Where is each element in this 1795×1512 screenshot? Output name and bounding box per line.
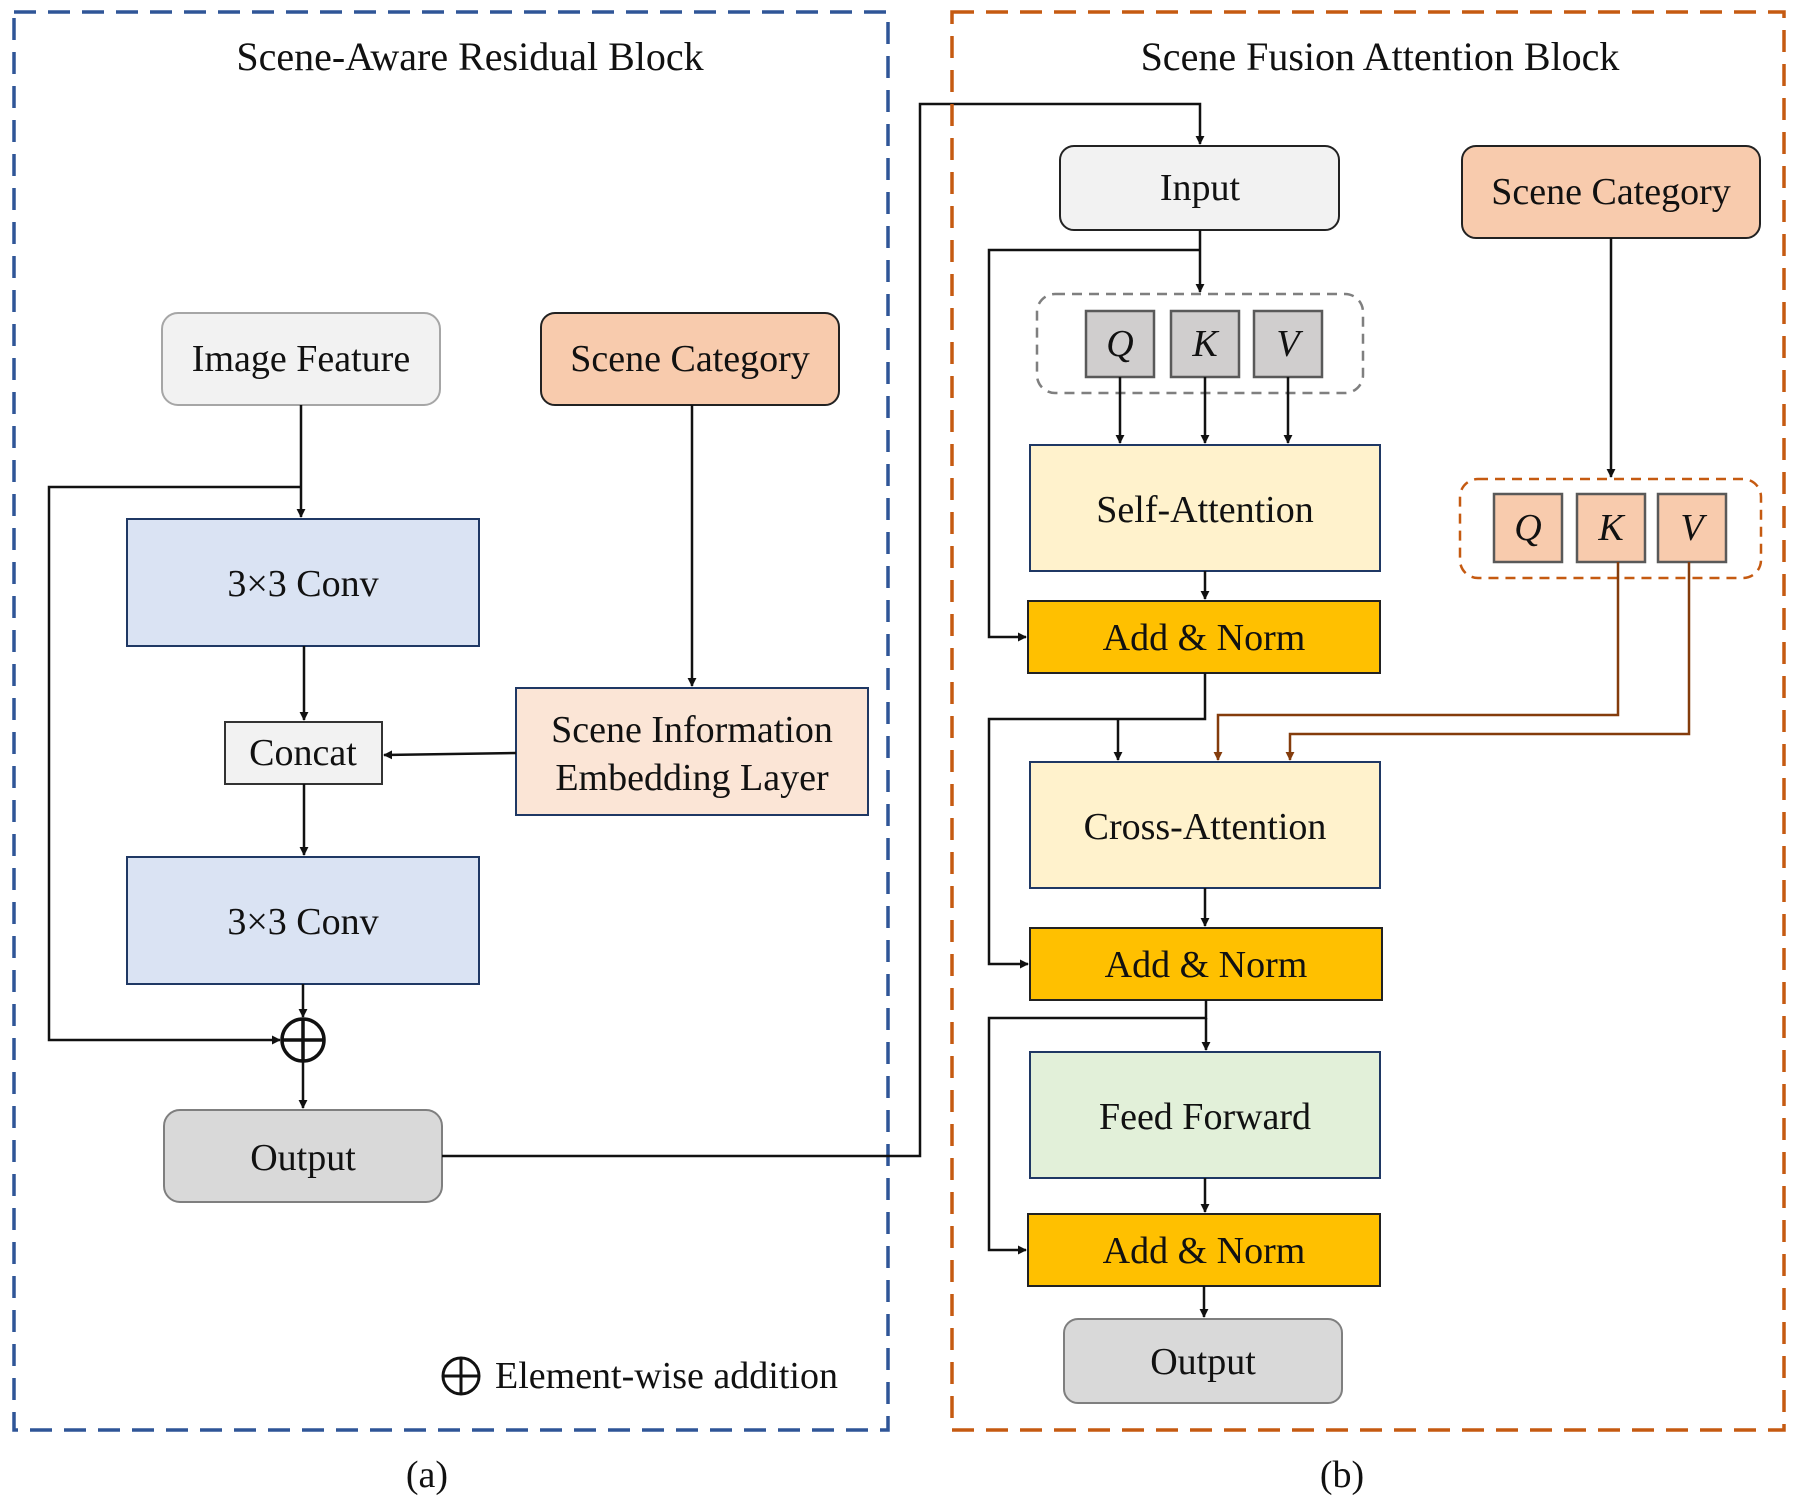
q-label-scene: Q xyxy=(1514,507,1541,549)
k-label-self: K xyxy=(1191,323,1219,365)
add-norm-box-2 xyxy=(1029,927,1383,1001)
cross-attention-box xyxy=(1029,761,1381,889)
concat-box xyxy=(224,721,383,785)
embedding-layer-label-1: Scene Information xyxy=(551,709,833,751)
panel-a-title: Scene-Aware Residual Block xyxy=(236,34,703,79)
v-label-scene: V xyxy=(1680,507,1707,549)
embedding-layer-label-2: Embedding Layer xyxy=(555,757,829,799)
qkv-group-scene xyxy=(1458,477,1763,580)
caption-a: (a) xyxy=(406,1454,448,1496)
scene-category-label-a: Scene Category xyxy=(570,338,810,380)
output-label-a: Output xyxy=(250,1137,356,1179)
feed-forward-box xyxy=(1029,1051,1381,1179)
v-box-self xyxy=(1252,309,1324,379)
q-box-scene xyxy=(1492,492,1564,564)
conv1-label: 3×3 Conv xyxy=(227,563,378,605)
caption-b: (b) xyxy=(1320,1454,1364,1496)
add-norm-box-1 xyxy=(1027,600,1381,674)
panel-a-border xyxy=(12,10,890,1432)
self-attention-label: Self-Attention xyxy=(1096,489,1313,531)
conv1-box xyxy=(126,518,480,647)
q-label-self: Q xyxy=(1106,323,1133,365)
k-label-scene: K xyxy=(1597,507,1625,549)
cross-attention-label: Cross-Attention xyxy=(1084,806,1327,848)
v-label-self: V xyxy=(1276,323,1303,365)
concat-label: Concat xyxy=(249,732,357,774)
image-feature-label: Image Feature xyxy=(192,338,410,380)
feed-forward-label: Feed Forward xyxy=(1099,1096,1311,1138)
conv2-label: 3×3 Conv xyxy=(227,901,378,943)
panel-a-connectors xyxy=(47,102,1205,1158)
element-wise-addition-icon xyxy=(280,1017,326,1063)
v-box-scene xyxy=(1656,492,1728,564)
output-box-b xyxy=(1063,1318,1343,1404)
add-norm-box-3 xyxy=(1027,1213,1381,1287)
panel-b-border xyxy=(950,10,1786,1432)
output-label-b: Output xyxy=(1150,1341,1256,1383)
add-norm-label-3: Add & Norm xyxy=(1103,1230,1306,1272)
legend-label: Element-wise addition xyxy=(495,1355,838,1397)
legend-addition-icon xyxy=(441,1356,481,1396)
input-label: Input xyxy=(1160,167,1241,209)
k-box-scene xyxy=(1575,492,1647,564)
add-norm-label-1: Add & Norm xyxy=(1103,617,1306,659)
panel-b-title: Scene Fusion Attention Block xyxy=(1141,34,1620,79)
self-attention-box xyxy=(1029,444,1381,572)
k-box-self xyxy=(1169,309,1241,379)
panel-b-connectors xyxy=(987,230,1616,1318)
embedding-layer-box xyxy=(515,687,869,816)
scene-category-label-b: Scene Category xyxy=(1491,171,1731,213)
conv2-box xyxy=(126,856,480,985)
panel-b-scene-connectors xyxy=(1213,562,1691,761)
qkv-group-self xyxy=(1035,292,1365,395)
add-norm-label-2: Add & Norm xyxy=(1105,944,1308,986)
scene-category-box-a xyxy=(540,312,840,406)
